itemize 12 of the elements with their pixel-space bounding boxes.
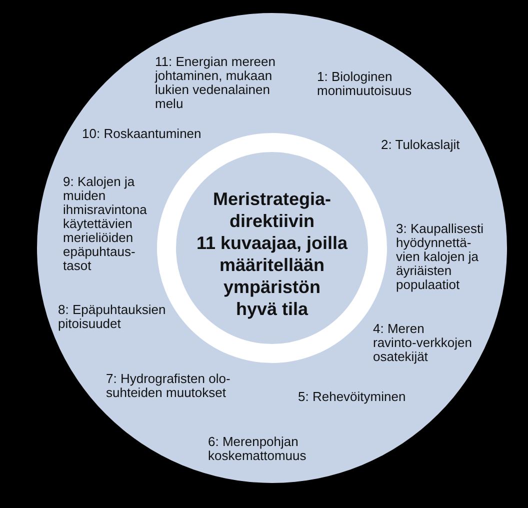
descriptor-label: 9: Kalojen ja muiden ihmisravintona käytettävien merieliöiden epäpuhtaus- tasot (63, 175, 148, 273)
descriptor-label: 3: Kaupallisesti hyödynnettä- vien kalojen ja äyriäisten populaatiot (396, 222, 484, 292)
descriptor-label: 1: Biologinen monimuutoisuus (317, 70, 413, 98)
descriptor-label: 4: Meren ravinto-verkkojen osatekijät (373, 322, 473, 364)
descriptor-label: 10: Roskaantuminen (82, 127, 202, 141)
descriptor-label: 11: Energian mereen johtaminen, mukaan lukien vedenalainen melu (155, 55, 276, 111)
descriptor-label: 6: Merenpohjan koskemattomuus (208, 435, 308, 463)
descriptor-label: 8: Epäpuhtauksien pitoisuudet (58, 303, 167, 331)
descriptor-label: 5: Rehevöityminen (298, 390, 406, 404)
descriptor-label: 2: Tulokaslajit (381, 138, 460, 152)
center-title-text: Meristrategia- direktiivin 11 kuvaajaa, joilla määritellään ympäristön hyvä tila (195, 188, 349, 320)
descriptor-label: 7: Hydrografisten olo- suhteiden muutokset (106, 372, 232, 400)
